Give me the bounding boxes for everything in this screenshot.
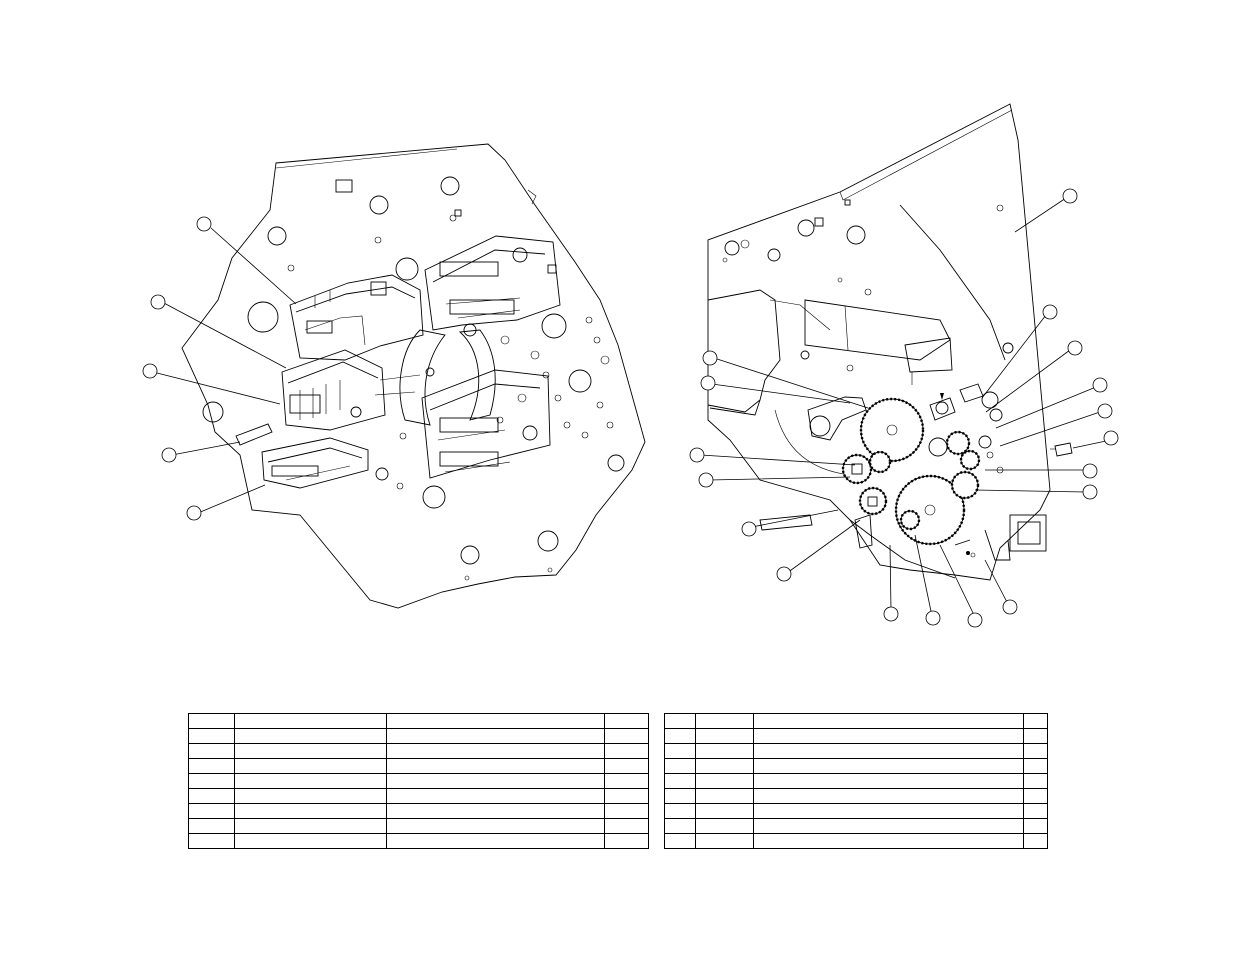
middle-roller-assembly xyxy=(374,329,496,426)
callout-bubble xyxy=(925,610,941,626)
callout-bubble xyxy=(1062,188,1078,204)
table-row xyxy=(188,758,649,774)
table-row xyxy=(188,788,649,804)
callout-bubble xyxy=(883,606,899,622)
frame-window xyxy=(804,299,951,361)
table-row xyxy=(188,773,649,789)
callout-bubble xyxy=(1097,403,1113,419)
left-side-frame-assembly xyxy=(142,143,646,609)
callout-bubble xyxy=(142,363,158,379)
callout-bubble xyxy=(702,350,718,366)
table-row xyxy=(664,833,1048,849)
lower-left-strips xyxy=(235,423,369,489)
table-row xyxy=(664,803,1048,819)
parts-list-table-left xyxy=(188,713,649,849)
upper-left-bracket xyxy=(289,274,424,361)
table-row xyxy=(664,743,1048,759)
table-row xyxy=(664,773,1048,789)
table-row xyxy=(188,743,649,759)
callout-bubble xyxy=(186,505,202,521)
upper-right-bracket xyxy=(424,235,561,337)
gear-train xyxy=(841,397,981,546)
callout-bubble xyxy=(967,612,983,628)
callout-bubble xyxy=(1002,599,1018,615)
left-frame-plate xyxy=(181,143,646,609)
callout-bubble xyxy=(689,447,705,463)
right-side-frame-assembly xyxy=(689,103,1119,628)
table-row xyxy=(188,818,649,834)
table-row xyxy=(664,758,1048,774)
middle-left-bracket xyxy=(281,349,386,431)
right-callout-bubbles xyxy=(689,188,1119,628)
right-frame-plate xyxy=(707,103,1051,581)
callout-bubble xyxy=(776,566,792,582)
shafts-and-bushings xyxy=(929,383,1073,555)
right-frame-holes xyxy=(722,204,1014,558)
callout-bubble xyxy=(1092,377,1108,393)
callout-bubble xyxy=(698,472,714,488)
callout-bubble xyxy=(1103,430,1119,446)
callout-bubble xyxy=(196,216,212,232)
table-row xyxy=(188,728,649,744)
callout-bubble xyxy=(150,294,166,310)
table-row xyxy=(188,833,649,849)
callout-bubble xyxy=(1082,484,1098,500)
callout-bubble xyxy=(1042,304,1058,320)
frame-holes xyxy=(202,176,625,581)
drive-lever-arm xyxy=(807,396,867,441)
callout-bubble xyxy=(161,447,177,463)
left-callout-bubbles xyxy=(142,216,212,521)
table-row xyxy=(664,713,1048,729)
table-row xyxy=(664,728,1048,744)
callout-bubble xyxy=(1082,463,1098,479)
callout-bubble xyxy=(1067,340,1083,356)
callout-bubble xyxy=(741,521,757,537)
table-row xyxy=(664,788,1048,804)
table-row xyxy=(664,818,1048,834)
parts-list-table-right xyxy=(664,713,1048,849)
table-row xyxy=(188,713,649,729)
callout-bubble xyxy=(700,375,716,391)
lower-right-bracket xyxy=(421,369,551,479)
table-row xyxy=(188,803,649,819)
